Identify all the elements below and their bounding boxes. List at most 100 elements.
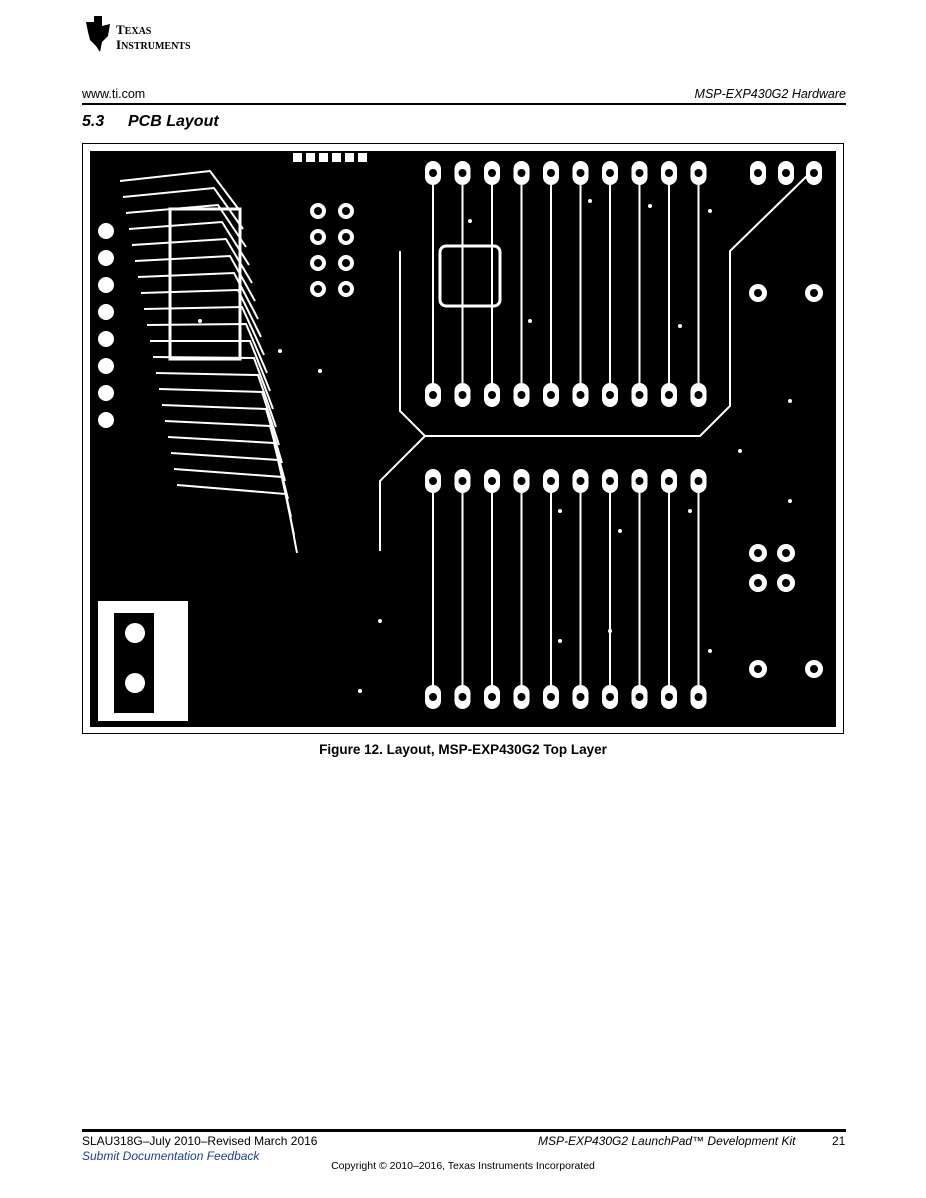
pcb-via: [488, 169, 496, 177]
pcb-via: [314, 233, 322, 241]
pcb-via: [198, 319, 202, 323]
pcb-via: [665, 169, 673, 177]
pcb-pad: [98, 304, 114, 320]
footer-divider: [82, 1129, 846, 1132]
pcb-via: [810, 289, 818, 297]
pcb-pad: [293, 153, 302, 162]
pcb-via: [606, 391, 614, 399]
pcb-via: [314, 259, 322, 267]
pcb-trace: [143, 305, 265, 356]
mcu-footprint: [168, 207, 242, 361]
pcb-via: [754, 665, 762, 673]
pcb-via: [517, 693, 526, 701]
pcb-pad: [98, 277, 114, 293]
pcb-trace: [152, 356, 274, 410]
website-link[interactable]: www.ti.com: [82, 87, 146, 101]
pcb-trace: [158, 388, 280, 446]
pcb-layout-image: [90, 151, 836, 727]
pcb-trace: [176, 484, 298, 554]
pcb-via: [547, 391, 555, 399]
pcb-via: [528, 319, 532, 323]
pcb-trace: [119, 169, 241, 212]
pcb-via: [488, 693, 496, 701]
pcb-via: [458, 391, 467, 399]
pcb-trace: [161, 404, 283, 464]
pcb-via: [635, 477, 644, 485]
pcb-via: [517, 391, 526, 399]
kit-title: MSP-EXP430G2 LaunchPad™ Development Kit: [538, 1134, 796, 1148]
pcb-via: [694, 169, 703, 177]
pcb-via: [606, 693, 614, 701]
pcb-via: [342, 233, 350, 241]
pcb-via: [606, 477, 614, 485]
document-id: SLAU318G–July 2010–Revised March 2016: [82, 1134, 318, 1148]
pcb-via: [342, 207, 350, 215]
pcb-via: [517, 169, 526, 177]
figure-caption: Figure 12. Layout, MSP-EXP430G2 Top Laye…: [319, 742, 607, 757]
pcb-via: [458, 477, 467, 485]
pcb-via: [635, 391, 644, 399]
pcb-trace: [131, 237, 253, 284]
pcb-via: [547, 169, 555, 177]
pcb-via: [688, 509, 692, 513]
pcb-pad: [332, 153, 341, 162]
pcb-via: [318, 369, 322, 373]
pcb-via: [635, 169, 644, 177]
pcb-pad: [125, 673, 145, 693]
pcb-via: [429, 693, 437, 701]
pcb-via: [588, 199, 592, 203]
pcb-via: [547, 693, 555, 701]
submit-feedback-link[interactable]: Submit Documentation Feedback: [82, 1149, 260, 1163]
pcb-via: [576, 391, 585, 399]
pcb-via: [342, 285, 350, 293]
pcb-trace: [399, 172, 811, 437]
pcb-via: [358, 689, 362, 693]
pcb-via: [314, 285, 322, 293]
pcb-via: [618, 529, 622, 533]
pcb-trace: [150, 340, 271, 392]
pcb-via: [488, 477, 496, 485]
pcb-via: [635, 693, 644, 701]
pcb-via: [665, 477, 673, 485]
section-number: 5.3: [82, 113, 105, 130]
pcb-via: [576, 693, 585, 701]
pcb-trace: [125, 203, 247, 248]
pcb-trace: [122, 186, 244, 230]
pcb-via: [608, 629, 612, 633]
pcb-pad: [98, 358, 114, 374]
pcb-trace: [140, 288, 262, 338]
section-title: PCB Layout: [128, 113, 219, 130]
crystal-footprint: [438, 244, 502, 308]
pcb-via: [694, 391, 703, 399]
pcb-trace: [155, 372, 277, 428]
figure-frame: [82, 143, 844, 734]
pcb-via: [810, 665, 818, 673]
pcb-via: [665, 693, 673, 701]
pcb-pad: [306, 153, 315, 162]
pcb-via: [694, 477, 703, 485]
pcb-trace: [164, 420, 286, 482]
pcb-via: [754, 579, 762, 587]
pcb-pad: [319, 153, 328, 162]
pcb-via: [754, 549, 762, 557]
pcb-via: [694, 693, 703, 701]
pcb-via: [810, 169, 818, 177]
pcb-via: [517, 477, 526, 485]
pcb-via: [782, 579, 790, 587]
svg-text:TEXAS: TEXAS: [116, 22, 152, 37]
pcb-trace: [146, 322, 268, 374]
pcb-via: [665, 391, 673, 399]
pcb-pad: [358, 153, 367, 162]
pcb-via: [547, 477, 555, 485]
pcb-via: [576, 477, 585, 485]
texas-instruments-logo: TEXAS INSTRUMENTS: [86, 16, 191, 52]
pcb-via: [788, 499, 792, 503]
copyright: Copyright © 2010–2016, Texas Instruments…: [331, 1160, 595, 1172]
pcb-via: [429, 169, 437, 177]
pcb-via: [606, 169, 614, 177]
pcb-via: [342, 259, 350, 267]
pcb-via: [708, 649, 712, 653]
pcb-via: [648, 204, 652, 208]
pcb-via: [738, 449, 742, 453]
pcb-via: [429, 391, 437, 399]
